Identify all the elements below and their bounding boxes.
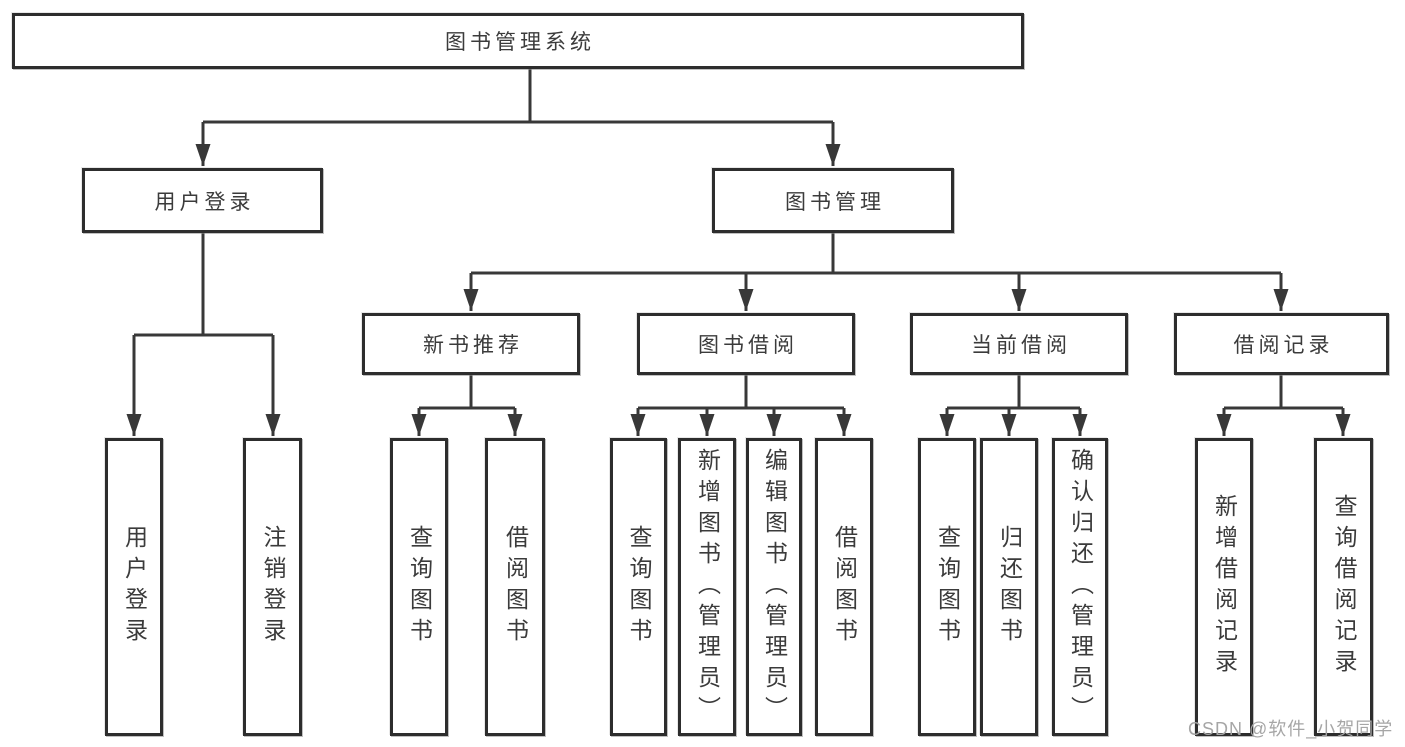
leaf-add-borrow-record-label: 新增借阅记录	[1211, 494, 1238, 680]
leaf-add-books-admin-label: 新增图书（管理员）	[694, 447, 721, 727]
leaf-edit-books-admin-label: 编辑图书（管理员）	[761, 447, 788, 727]
leaf-query-books-2-label: 查询图书	[626, 525, 652, 649]
leaf-confirm-return-admin-label: 确认归还（管理员）	[1067, 447, 1094, 727]
node-book-management: 图书管理	[712, 168, 954, 233]
leaf-borrow-books-2-label: 借阅图书	[831, 525, 858, 649]
leaf-return-books-label: 归还图书	[996, 525, 1023, 649]
node-new-book-recommend: 新书推荐	[362, 313, 580, 375]
leaf-edit-books-admin: 编辑图书（管理员）	[746, 438, 802, 736]
leaf-query-books-3: 查询图书	[918, 438, 976, 736]
leaf-add-books-admin: 新增图书（管理员）	[678, 438, 736, 736]
leaf-return-books: 归还图书	[980, 438, 1038, 736]
leaf-confirm-return-admin: 确认归还（管理员）	[1052, 438, 1108, 736]
leaf-borrow-books-2: 借阅图书	[815, 438, 873, 736]
node-user-login: 用户登录	[82, 168, 323, 233]
leaf-query-books-3-label: 查询图书	[934, 525, 961, 649]
node-borrowing-records: 借阅记录	[1174, 313, 1389, 375]
node-current-borrowing: 当前借阅	[910, 313, 1128, 375]
leaf-query-books-2: 查询图书	[610, 438, 667, 736]
node-book-borrowing: 图书借阅	[637, 313, 855, 375]
leaf-query-books-1: 查询图书	[390, 438, 448, 736]
leaf-query-borrow-record: 查询借阅记录	[1314, 438, 1373, 736]
leaf-add-borrow-record: 新增借阅记录	[1195, 438, 1253, 736]
leaf-logout: 注销登录	[243, 438, 302, 736]
csdn-watermark: CSDN @软件_小贺同学	[1188, 719, 1394, 739]
leaf-user-login-label: 用户登录	[121, 525, 148, 649]
leaf-logout-label: 注销登录	[260, 525, 286, 649]
node-root-system: 图书管理系统	[12, 13, 1024, 69]
leaf-user-login: 用户登录	[105, 438, 163, 736]
leaf-borrow-books-1-label: 借阅图书	[502, 525, 529, 649]
leaf-query-books-1-label: 查询图书	[406, 525, 433, 649]
leaf-borrow-books-1: 借阅图书	[485, 438, 545, 736]
leaf-query-borrow-record-label: 查询借阅记录	[1331, 494, 1357, 680]
